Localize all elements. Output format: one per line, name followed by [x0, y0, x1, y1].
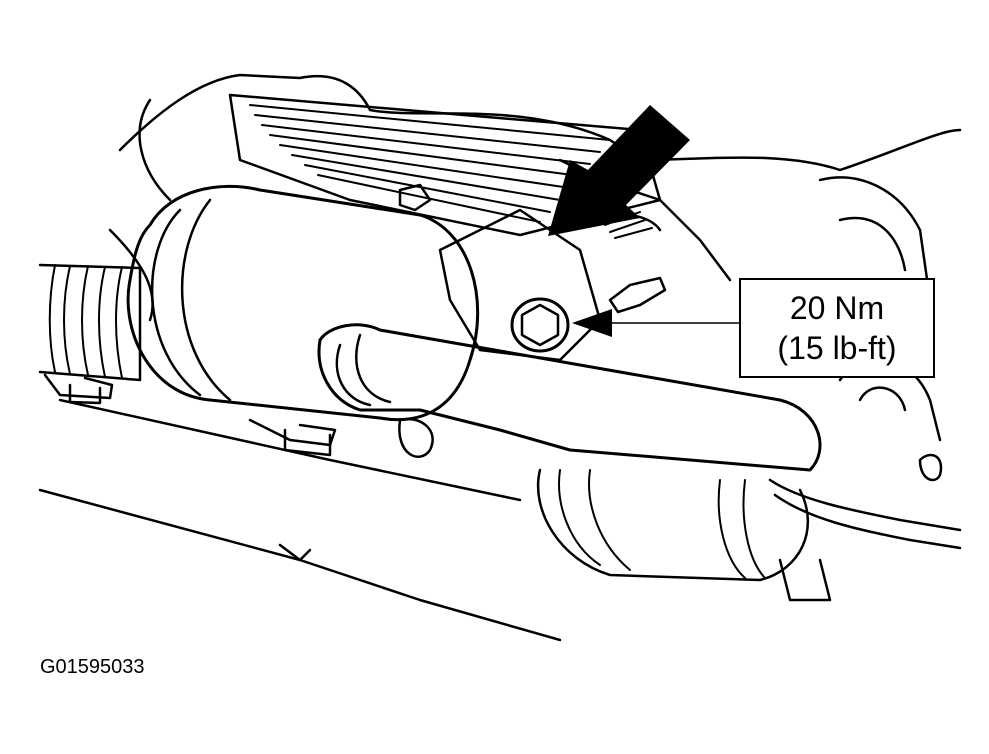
torque-callout: 20 Nm (15 lb-ft) — [739, 278, 935, 378]
muffler — [126, 184, 480, 422]
torque-imperial: (15 lb-ft) — [777, 330, 897, 366]
torque-metric: 20 Nm — [789, 290, 885, 326]
tailpipe — [317, 323, 822, 472]
mounting-bolt — [510, 297, 570, 353]
mount-bracket — [438, 208, 602, 362]
catalytic-converter — [536, 468, 810, 582]
left-pipe — [38, 263, 142, 382]
engine-outline — [118, 73, 962, 172]
locator-arrow — [548, 105, 690, 236]
callout-arrowhead — [572, 309, 612, 337]
figure-id: G01595033 — [40, 656, 145, 678]
